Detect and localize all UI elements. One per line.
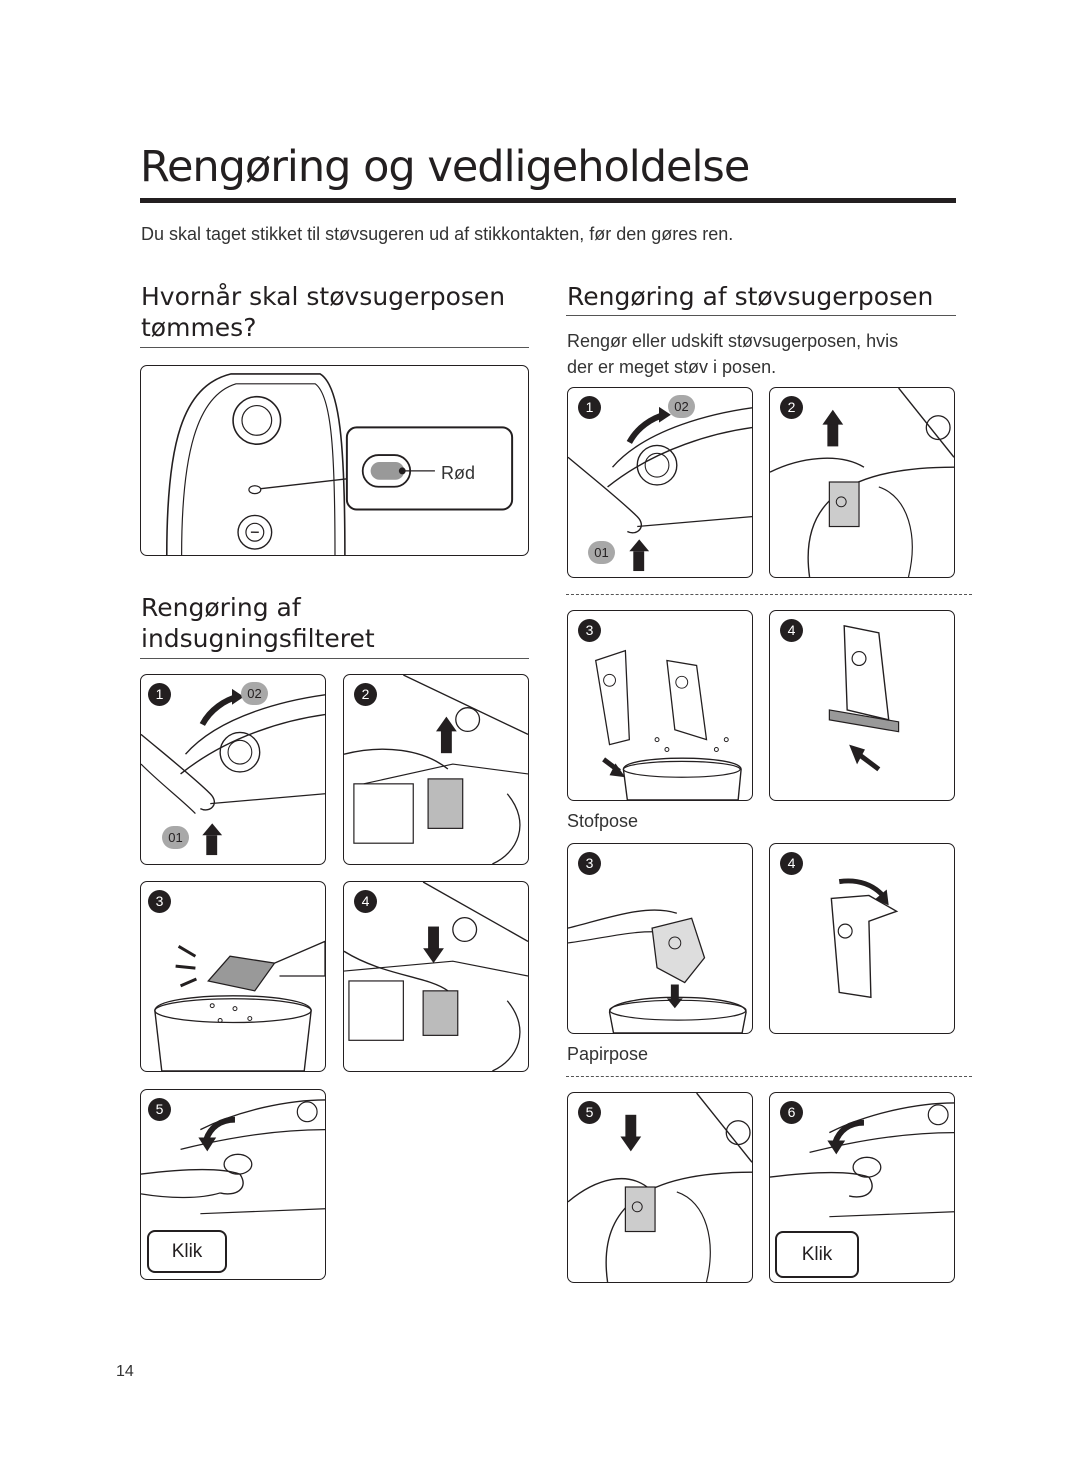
- step-badge: 4: [780, 619, 803, 642]
- text-line: der er meget støv i posen.: [567, 357, 777, 377]
- filter-step-1-panel: 1 02 01: [140, 674, 326, 865]
- step-badge: 2: [354, 683, 377, 706]
- title-rule: [140, 198, 956, 203]
- text-line: Rengør eller udskift støvsugerposen, hvi…: [567, 331, 899, 351]
- paper-bag-step-4-panel: 4: [769, 843, 955, 1034]
- section-text: Rengør eller udskift støvsugerposen, hvi…: [567, 328, 898, 380]
- dashed-divider: [566, 594, 972, 595]
- dashed-divider: [566, 1076, 972, 1077]
- heading-line: Hvornår skal støvsugerposen: [141, 282, 506, 311]
- paper-bag-caption: Papirpose: [567, 1044, 649, 1064]
- step-badge: 3: [578, 852, 601, 875]
- substep-badge: 02: [668, 395, 695, 418]
- remove-filter-illustration: [344, 675, 528, 864]
- page-title: Rengøring og vedligeholdelse: [140, 142, 750, 192]
- cloth-bag-step-4-panel: 4: [769, 610, 955, 801]
- step-badge: 4: [354, 890, 377, 913]
- substep-badge: 01: [588, 541, 615, 564]
- filter-step-3-panel: 3: [140, 881, 326, 1072]
- empty-cloth-bag-illustration: [594, 649, 742, 800]
- step-badge: 6: [780, 1101, 803, 1124]
- filter-step-5-panel: 5 Klik: [140, 1089, 326, 1280]
- close-lid-illustration: [141, 1099, 325, 1215]
- insert-filter-illustration: [344, 882, 528, 1071]
- substep-badge: 01: [162, 826, 189, 849]
- step-badge: 3: [148, 890, 171, 913]
- open-lid-illustration: [141, 688, 325, 856]
- section-rule: [566, 315, 956, 316]
- step-badge: 5: [578, 1101, 601, 1124]
- step-badge: 1: [148, 683, 171, 706]
- substep-badge: 02: [241, 682, 268, 705]
- tap-filter-illustration: [154, 940, 325, 1071]
- vacuum-top-view-illustration: [165, 373, 514, 555]
- heading-line: Rengøring af: [141, 593, 301, 622]
- insert-bag-illustration: [568, 1093, 752, 1282]
- step-badge: 5: [148, 1098, 171, 1121]
- section-heading-bag: Rengøring af støvsugerposen: [567, 282, 934, 311]
- indicator-label: Rød: [441, 463, 476, 483]
- close-cloth-bag-illustration: [828, 625, 900, 772]
- cloth-bag-caption: Stofpose: [567, 811, 639, 831]
- section-rule: [140, 347, 529, 348]
- empty-paper-bag-illustration: [568, 909, 747, 1033]
- step-badge: 1: [578, 396, 601, 419]
- cloth-bag-step-3-panel: 3: [567, 610, 753, 801]
- intro-text: Du skal taget stikket til støvsugeren ud…: [141, 224, 734, 244]
- open-lid-illustration: [568, 406, 752, 572]
- click-callout: Klik: [147, 1230, 227, 1273]
- indicator-illustration: Rød: [140, 365, 529, 556]
- step-badge: 3: [578, 619, 601, 642]
- section-heading-filter: Rengøring af indsugningsfilteret: [141, 592, 375, 654]
- step-badge: 4: [780, 852, 803, 875]
- click-callout: Klik: [775, 1231, 859, 1278]
- fold-paper-bag-illustration: [830, 878, 899, 999]
- step-badge: 2: [780, 396, 803, 419]
- heading-line: tømmes?: [141, 313, 257, 342]
- bag-step-6-panel: 6 Klik: [769, 1092, 955, 1283]
- section-heading-when-empty: Hvornår skal støvsugerposen tømmes?: [141, 281, 505, 343]
- remove-bag-illustration: [770, 388, 954, 577]
- bag-step-1-panel: 1 02 01: [567, 387, 753, 578]
- page-number: 14: [116, 1363, 134, 1380]
- heading-line: indsugningsfilteret: [141, 624, 375, 653]
- filter-step-2-panel: 2: [343, 674, 529, 865]
- bag-step-5-panel: 5: [567, 1092, 753, 1283]
- section-rule: [140, 658, 529, 659]
- close-lid-illustration: [770, 1102, 954, 1218]
- filter-step-4-panel: 4: [343, 881, 529, 1072]
- paper-bag-step-3-panel: 3: [567, 843, 753, 1034]
- bag-step-2-panel: 2: [769, 387, 955, 578]
